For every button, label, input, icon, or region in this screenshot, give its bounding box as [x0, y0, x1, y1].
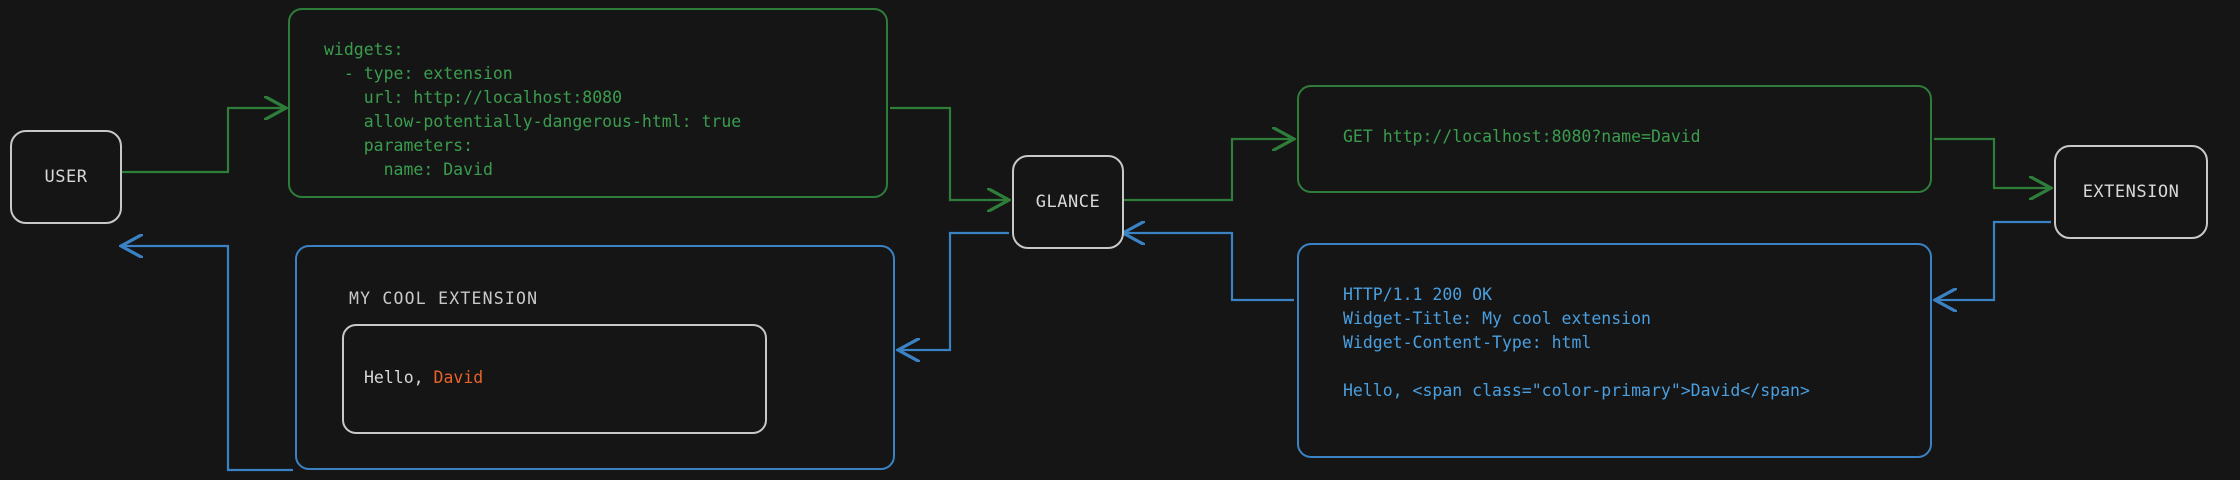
yaml-config-panel: widgets: - type: extension url: http://l… — [288, 8, 888, 198]
node-extension[interactable]: EXTENSION — [2054, 145, 2208, 239]
edge-config-to-glance — [890, 106, 1009, 200]
node-extension-label: EXTENSION — [2082, 182, 2180, 202]
edge-glance-to-request — [1122, 139, 1294, 202]
node-user[interactable]: USER — [10, 130, 122, 224]
node-glance[interactable]: GLANCE — [1012, 155, 1124, 249]
http-response-panel: HTTP/1.1 200 OK Widget-Title: My cool ex… — [1297, 243, 1932, 458]
widget-greeting-name: David — [433, 368, 484, 387]
get-request-panel: GET http://localhost:8080?name=David — [1297, 85, 1932, 193]
edge-user-to-config — [120, 108, 286, 174]
widget-greeting: Hello, David — [364, 368, 483, 387]
edge-response-to-glance — [1123, 233, 1294, 302]
yaml-config-text: widgets: - type: extension url: http://l… — [324, 40, 742, 179]
http-response-text: HTTP/1.1 200 OK Widget-Title: My cool ex… — [1343, 285, 1810, 400]
edge-extension-to-response — [1935, 220, 2051, 300]
rendered-widget-panel: MY COOL EXTENSION Hello, David — [295, 245, 895, 470]
widget-title: MY COOL EXTENSION — [349, 289, 539, 308]
widget-greeting-prefix: Hello, — [364, 368, 434, 387]
node-glance-label: GLANCE — [1035, 192, 1101, 212]
edge-request-to-extension — [1934, 137, 2051, 188]
widget-body: Hello, David — [342, 324, 767, 434]
get-request-text: GET http://localhost:8080?name=David — [1343, 127, 1701, 146]
edge-glance-to-widget — [898, 231, 1009, 350]
edge-widget-to-user — [121, 246, 293, 472]
node-user-label: USER — [44, 167, 88, 187]
